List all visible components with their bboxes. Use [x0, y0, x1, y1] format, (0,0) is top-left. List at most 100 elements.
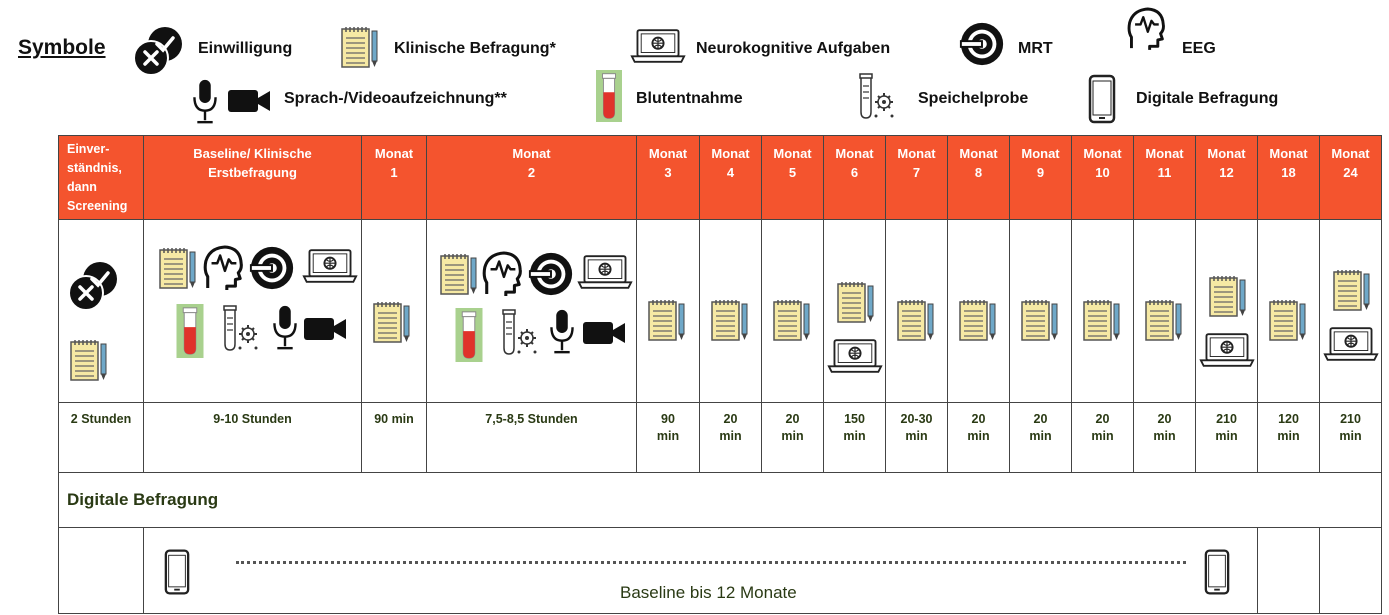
column-header: Monat 11	[1133, 135, 1196, 220]
icon-cell	[1133, 219, 1196, 403]
digital-empty-cell	[1319, 527, 1382, 614]
column-header: Einver- ständnis, dann Screening	[58, 135, 144, 220]
icon-cell	[426, 219, 637, 403]
duration-cell: 90 min	[636, 402, 700, 473]
range-label: Baseline bis 12 Monate	[620, 583, 797, 602]
column-header: Monat 10	[1071, 135, 1134, 220]
icon-cell	[636, 219, 700, 403]
column-header: Monat 18	[1257, 135, 1320, 220]
notepad-icon	[1144, 298, 1184, 342]
laptop-icon	[1323, 326, 1379, 362]
duration-cell: 9-10 Stunden	[143, 402, 362, 473]
notepad-icon	[958, 298, 998, 342]
blood-tube-icon	[455, 308, 483, 362]
duration-cell: 2 Stunden	[58, 402, 144, 473]
column-header: Monat 12	[1195, 135, 1258, 220]
column-header: Monat 6	[823, 135, 886, 220]
notepad-icon	[1332, 268, 1372, 312]
column-header: Monat 4	[699, 135, 762, 220]
duration-cell: 20 min	[1009, 402, 1072, 473]
digital-title-cell: Digitale Befragung	[58, 472, 1382, 528]
digital-empty-cell	[58, 527, 144, 614]
icon-cell	[947, 219, 1010, 403]
legend-mrt-label: MRT	[1018, 40, 1053, 57]
icon-cell	[761, 219, 824, 403]
consent-icon	[67, 260, 119, 312]
legend-title: Symbole	[18, 36, 106, 59]
laptop-icon	[827, 338, 883, 374]
dotted-timeline	[236, 561, 1186, 564]
column-header: Monat 8	[947, 135, 1010, 220]
video-camera-icon	[302, 314, 348, 344]
eeg-icon	[202, 244, 244, 292]
notepad-icon	[1268, 298, 1308, 342]
icon-cell	[699, 219, 762, 403]
microphone-icon	[270, 304, 300, 352]
column-header: Monat 3	[636, 135, 700, 220]
saliva-icon	[499, 308, 539, 358]
header-row: Einver- ständnis, dann Screening Baselin…	[58, 135, 1382, 220]
column-header: Baseline/ Klinische Erstbefragung	[143, 135, 362, 220]
notepad-icon	[896, 298, 936, 342]
blood-tube-icon	[596, 70, 622, 122]
legend-clinical-label: Klinische Befragung*	[394, 40, 556, 57]
icons-row	[58, 219, 1382, 403]
icon-cell	[823, 219, 886, 403]
microphone-icon	[547, 308, 577, 356]
legend-eeg-label: EEG	[1182, 40, 1216, 57]
digital-row: Baseline bis 12 Monate	[58, 527, 1382, 614]
notepad-icon	[69, 338, 109, 382]
column-header: Monat 9	[1009, 135, 1072, 220]
legend-neuro-label: Neurokognitive Aufgaben	[696, 40, 891, 57]
icon-cell	[1257, 219, 1320, 403]
eeg-icon	[1126, 6, 1166, 52]
saliva-icon	[220, 304, 260, 354]
icon-cell	[143, 219, 362, 403]
notepad-icon	[1082, 298, 1122, 342]
notepad-icon	[836, 280, 876, 324]
duration-row: 2 Stunden 9-10 Stunden 90 min 7,5-8,5 St…	[58, 402, 1382, 473]
legend-blood-label: Blutentnahme	[636, 90, 743, 107]
duration-cell: 20-30 min	[885, 402, 948, 473]
digital-range-cell: Baseline bis 12 Monate	[143, 527, 1258, 614]
duration-cell: 20 min	[761, 402, 824, 473]
phone-icon	[1088, 74, 1116, 124]
icon-cell	[1009, 219, 1072, 403]
icon-cell	[1195, 219, 1258, 403]
notepad-icon	[1208, 274, 1248, 318]
icon-cell	[1319, 219, 1382, 403]
phone-icon	[164, 548, 190, 596]
notepad-icon	[772, 298, 812, 342]
icon-cell	[1071, 219, 1134, 403]
blood-tube-icon	[176, 304, 204, 358]
phone-icon	[1204, 548, 1230, 596]
notepad-icon	[340, 25, 380, 69]
duration-cell: 90 min	[361, 402, 427, 473]
notepad-icon	[647, 298, 687, 342]
mrt-icon	[248, 244, 296, 292]
mrt-icon	[958, 20, 1006, 68]
schedule-table: Einver- ständnis, dann Screening Baselin…	[58, 135, 1382, 614]
duration-cell: 210 min	[1319, 402, 1382, 473]
duration-cell: 20 min	[699, 402, 762, 473]
notepad-icon	[710, 298, 750, 342]
mrt-icon	[527, 250, 575, 298]
laptop-icon	[1199, 332, 1255, 368]
column-header: Monat 1	[361, 135, 427, 220]
digital-title-row: Digitale Befragung	[58, 472, 1382, 528]
column-header: Monat 24	[1319, 135, 1382, 220]
legend-consent-label: Einwilligung	[198, 40, 293, 57]
duration-cell: 120 min	[1257, 402, 1320, 473]
duration-cell: 150 min	[823, 402, 886, 473]
legend-digital-label: Digitale Befragung	[1136, 90, 1279, 107]
video-camera-icon	[226, 86, 272, 116]
column-header: Monat 5	[761, 135, 824, 220]
notepad-icon	[372, 300, 412, 344]
column-header: Monat 2	[426, 135, 637, 220]
laptop-icon	[577, 254, 633, 290]
column-header: Monat 7	[885, 135, 948, 220]
saliva-icon	[856, 72, 896, 122]
notepad-icon	[439, 252, 479, 296]
eeg-icon	[481, 250, 523, 298]
video-camera-icon	[581, 318, 627, 348]
